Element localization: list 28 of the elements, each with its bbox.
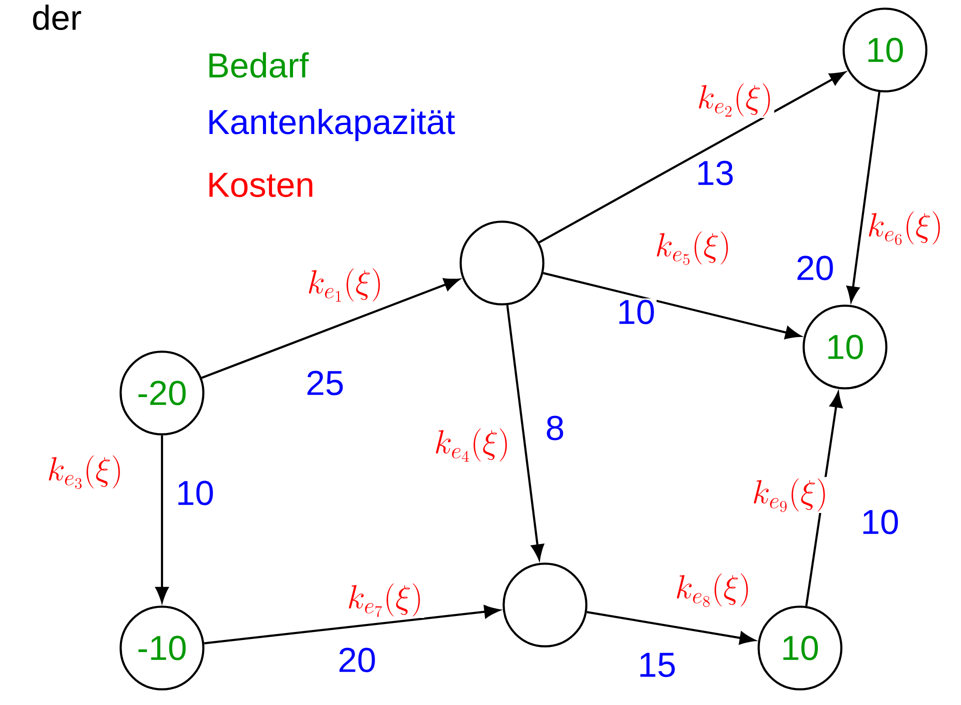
arrow xyxy=(542,272,801,340)
arrow xyxy=(538,72,846,244)
legend-entry: Kantenkapazität xyxy=(209,108,455,142)
capacity-label: 10 xyxy=(174,479,216,507)
capacity-label: 10 xyxy=(859,508,901,536)
cost-label: $k_{e_1}(\xi)$ xyxy=(306,267,384,303)
arrow xyxy=(586,611,756,644)
cost-label: $k_{e_3}(\xi)$ xyxy=(46,454,124,490)
capacity-label: 15 xyxy=(636,652,678,678)
legend-entry: Kosten xyxy=(209,172,312,198)
arrow xyxy=(156,435,168,602)
capacity-label: 20 xyxy=(336,646,378,674)
heading-text: der xyxy=(33,4,82,30)
capacity-label: 10 xyxy=(615,298,657,326)
capacity-label: 25 xyxy=(304,369,346,397)
legend-entry: Bedarf xyxy=(209,52,309,78)
cost-label: $k_{e_4}(\xi)$ xyxy=(432,427,512,463)
empty-circle xyxy=(460,220,544,306)
capacity-label: 20 xyxy=(794,254,836,282)
cost-label: $k_{e_2}(\xi)$ xyxy=(696,82,774,118)
arrow xyxy=(201,278,460,379)
arrow xyxy=(506,304,544,560)
cost-label: $k_{e_8}(\xi)$ xyxy=(674,572,752,608)
capacity-label: 13 xyxy=(694,159,736,187)
cost-label: $k_{e_6}(\xi)$ xyxy=(866,210,944,246)
capacity-label: 8 xyxy=(544,414,566,442)
empty-circle xyxy=(502,562,588,648)
cost-label: $k_{e_5}(\xi)$ xyxy=(654,230,732,266)
